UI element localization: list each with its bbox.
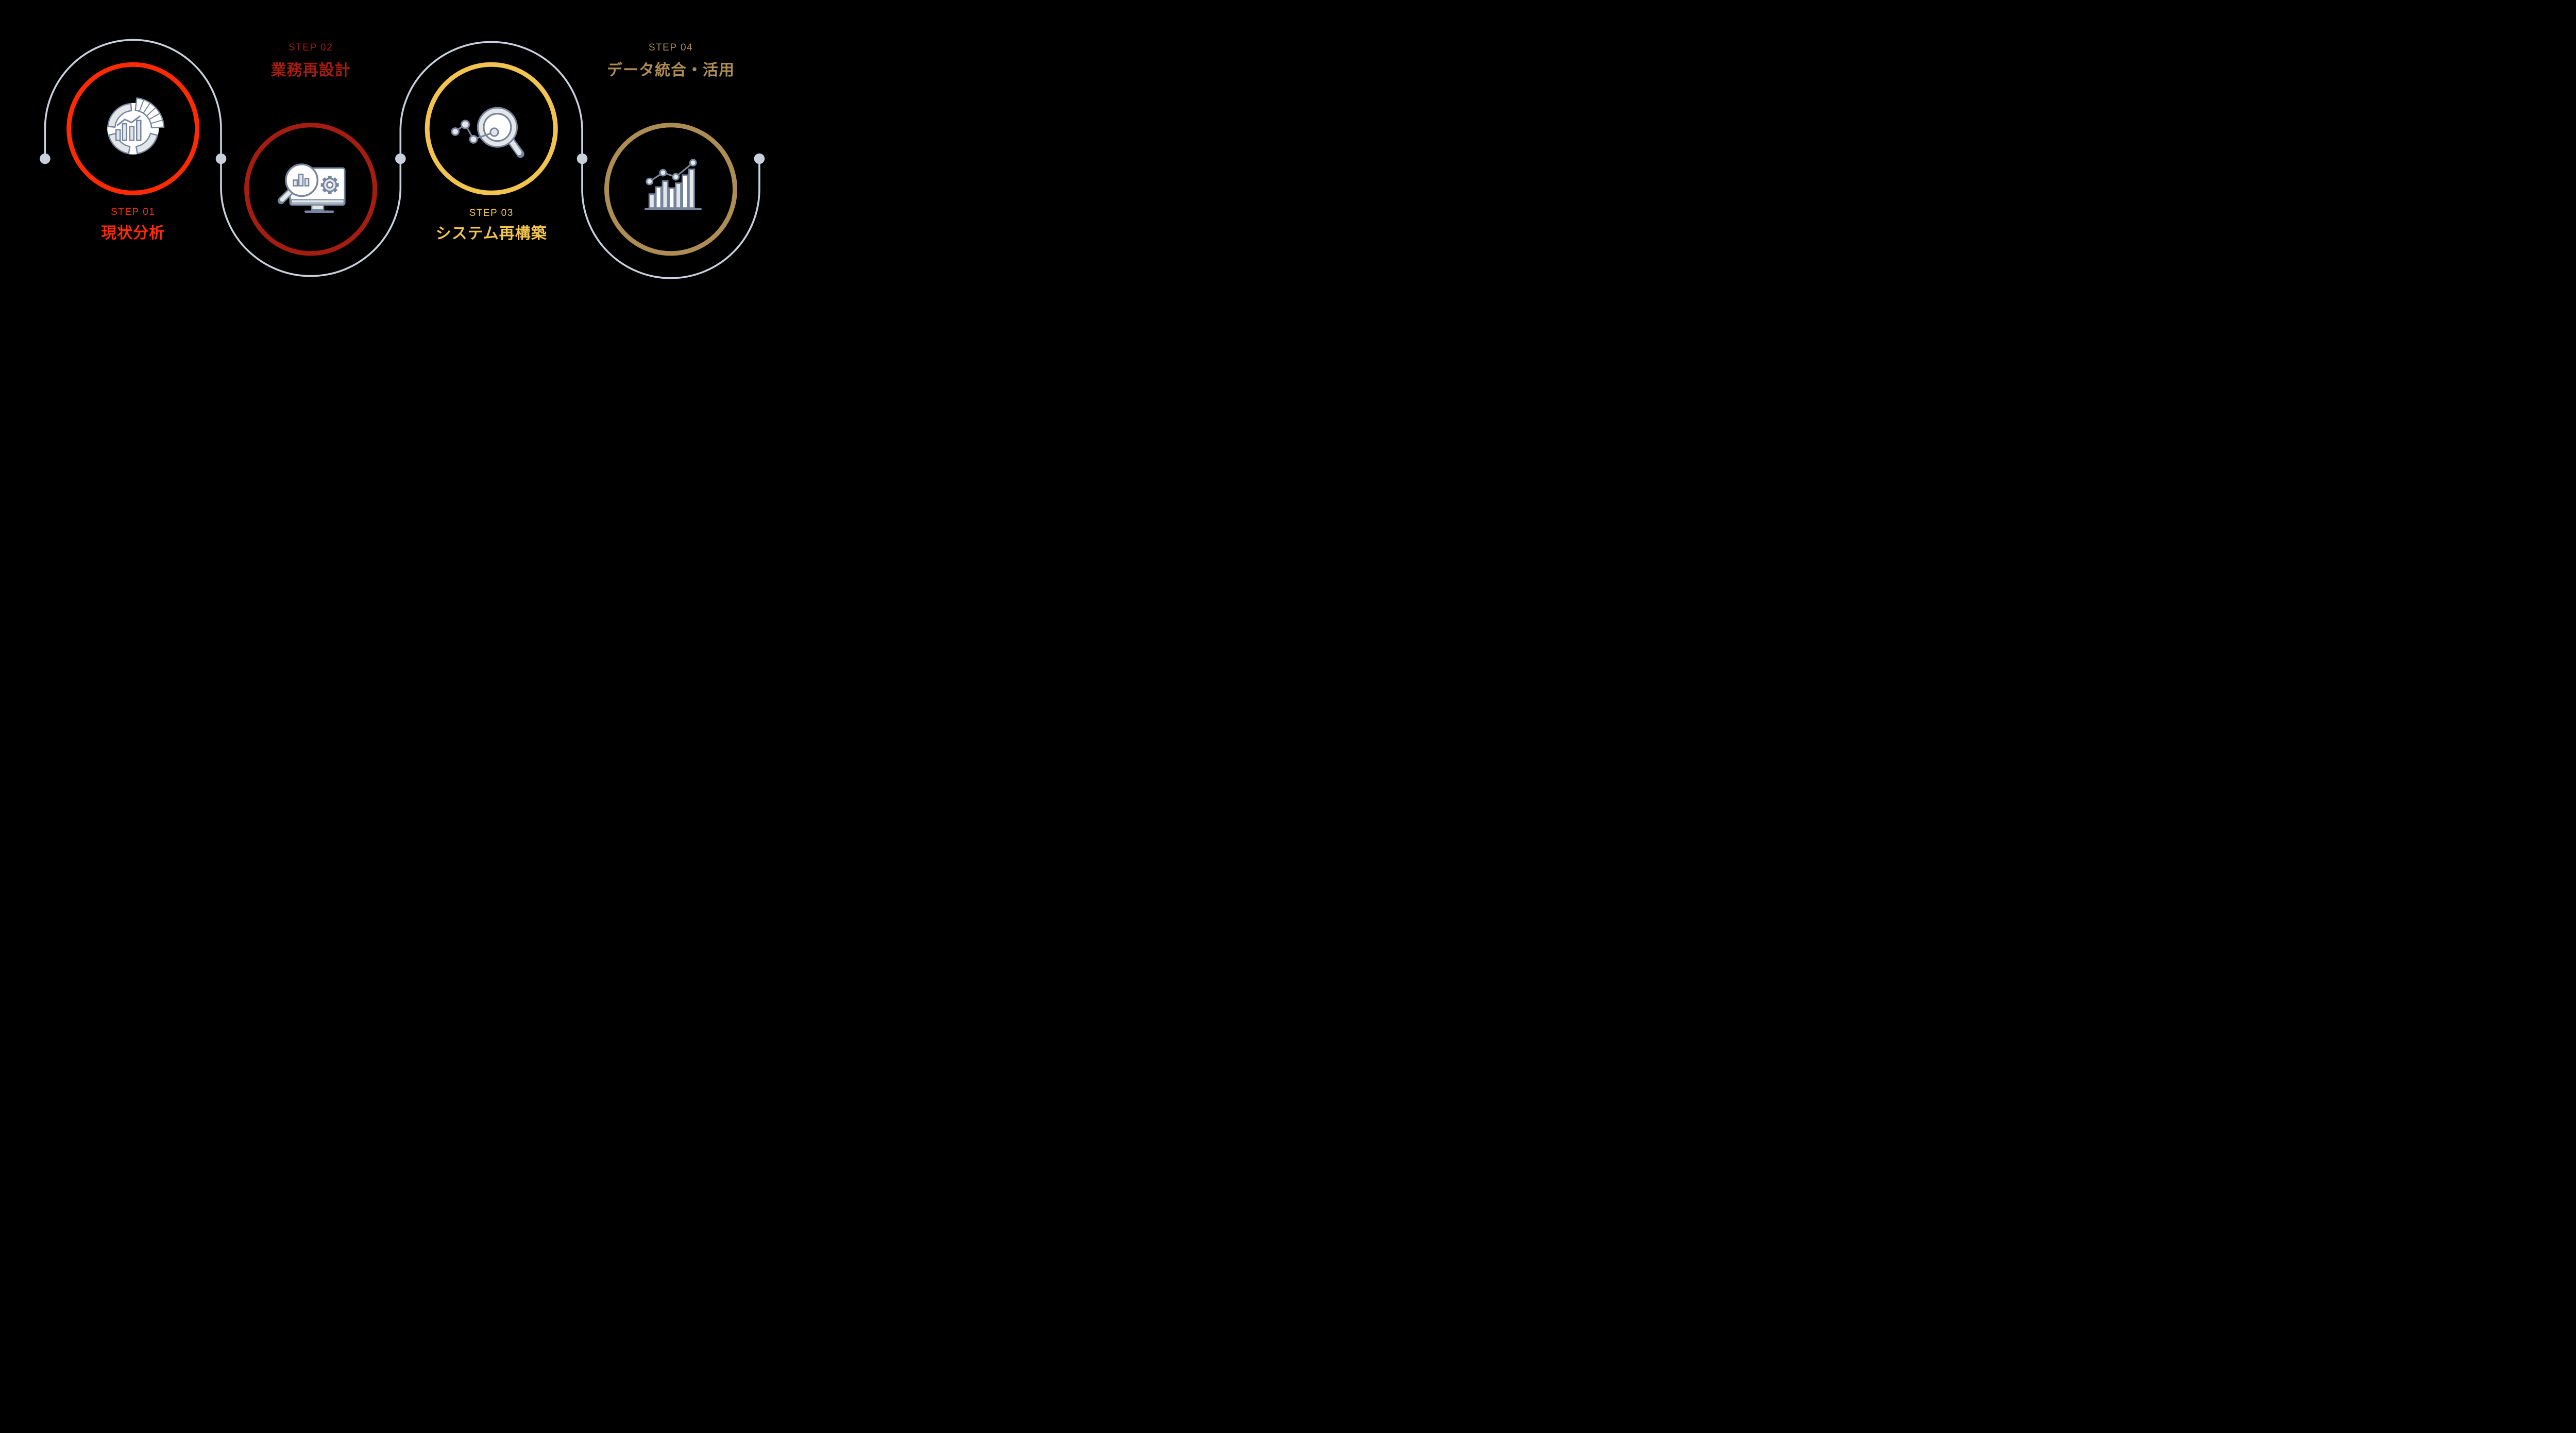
monitor-magnifier-gear-icon xyxy=(277,163,346,213)
connector-line xyxy=(44,39,760,279)
connector-dot xyxy=(40,153,50,164)
step-02-title: 業務再設計 xyxy=(270,62,351,79)
gear-icon xyxy=(320,176,339,194)
step-01-title: 現状分析 xyxy=(101,225,165,242)
step-03-label: STEP 03 xyxy=(469,208,514,218)
connector-dot xyxy=(754,153,765,164)
donut-gauge-analytics-icon xyxy=(107,97,165,155)
step-01-ring xyxy=(66,62,200,195)
magnifier-node-graph-icon xyxy=(451,107,524,158)
step-01-label: STEP 01 xyxy=(111,207,156,217)
step-04-label: STEP 04 xyxy=(648,42,693,53)
process-infographic: STEP 01 現状分析 STEP 02 業務再設計 STEP 03 システム再… xyxy=(0,0,808,321)
connector-dot xyxy=(577,153,588,164)
step-04-ring xyxy=(604,123,737,256)
step-04-title: データ統合・活用 xyxy=(607,62,735,79)
step-03-title: システム再構築 xyxy=(435,225,547,242)
connector-dot xyxy=(395,153,406,164)
rising-bar-chart-icon xyxy=(644,159,702,210)
connector-dot xyxy=(215,153,227,164)
diagram-canvas xyxy=(40,39,765,279)
step-02-label: STEP 02 xyxy=(288,42,333,53)
step-02-ring xyxy=(244,123,378,256)
step-03-ring xyxy=(425,62,558,195)
